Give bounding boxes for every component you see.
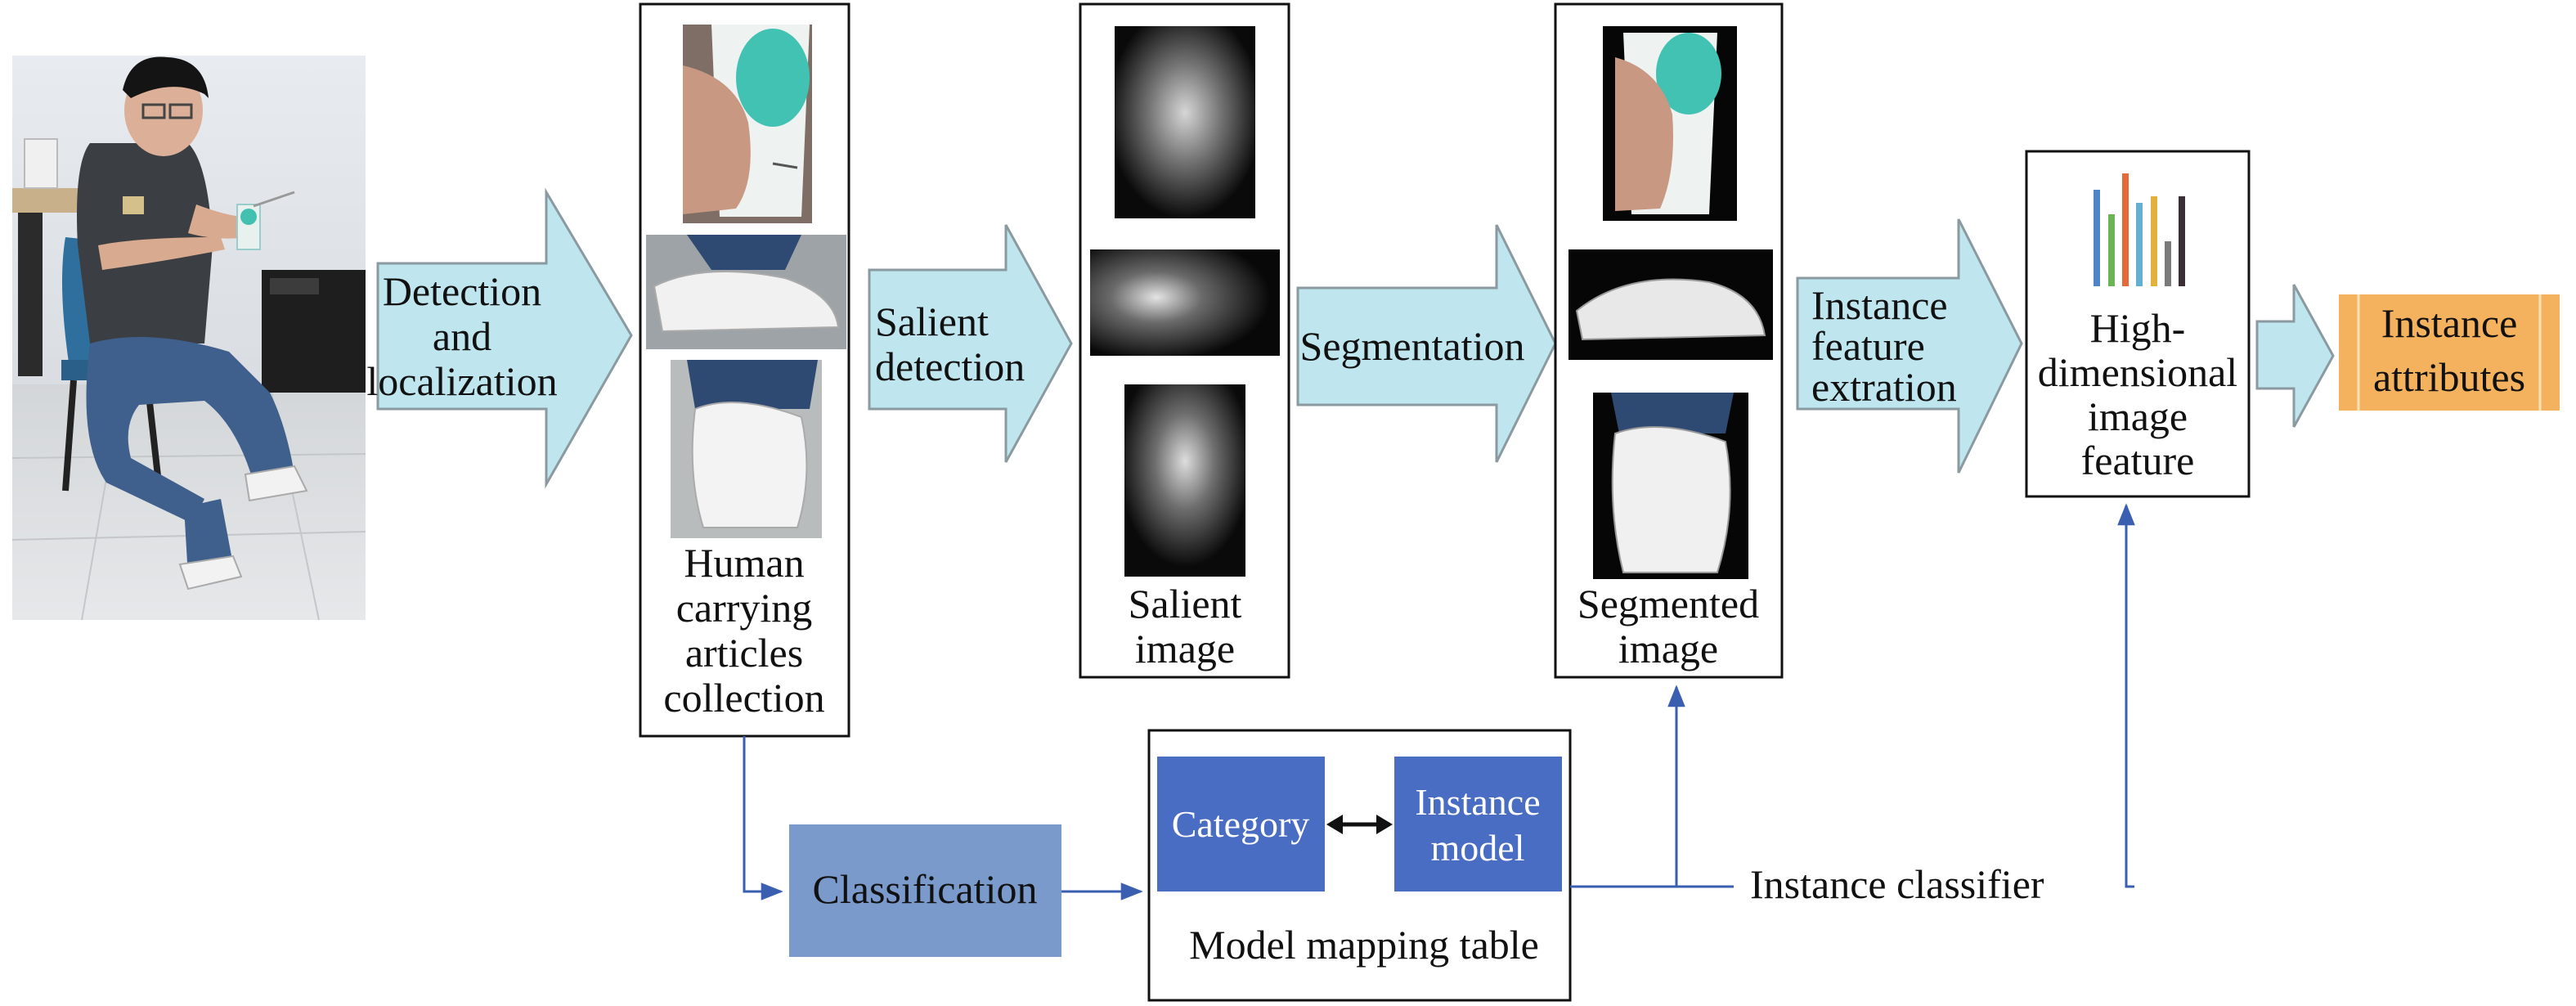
classification-label: Classification [813,866,1038,912]
segmented-shoe-2 [1593,393,1748,579]
collection-box: Human carrying articles collection [639,2,850,738]
feature-label-1: Instance [1811,282,1948,328]
connectors [743,503,2135,900]
salient-image-box: Salient image [1079,2,1290,679]
output-arrow [2255,284,2335,428]
shoe-photo-1 [646,235,846,349]
feature-box-label-3: image [2088,393,2188,439]
instance-model-label-2: model [1431,827,1525,869]
feature-box-label-4: feature [2081,438,2195,483]
detection-arrow: Detection and localization [366,187,633,489]
salient-image-label-1: Salient [1129,581,1242,627]
cup-photo [683,25,812,223]
instance-attributes-box: Instance attributes [2339,294,2560,411]
instance-classifier-label: Instance classifier [1750,861,2044,907]
salient-map-shoe-2 [1124,384,1245,577]
collection-label-4: collection [663,675,824,721]
feature-box-label-1: High- [2090,305,2186,351]
feature-extraction-arrow: Instance feature extration [1796,218,2023,474]
segmentation-label: Segmentation [1300,323,1525,369]
category-label: Category [1172,803,1310,845]
model-mapping-table: Category Instance model Model mapping ta… [1147,729,1572,1002]
classification-box: Classification [789,824,1061,957]
feature-box: High- dimensional image feature [2025,150,2251,498]
collection-label-1: Human [684,540,804,586]
salient-detection-label-2: detection [875,344,1025,389]
segmented-image-box: Segmented image [1554,2,1784,679]
segmented-image-label-2: image [1618,626,1718,671]
salient-image-label-2: image [1135,626,1235,671]
detection-label-2: and [433,313,491,359]
shoe-photo-2 [671,360,822,538]
instance-model-label-1: Instance [1415,781,1540,823]
segmented-cup [1603,26,1737,221]
detection-label-1: Detection [383,268,541,314]
feature-box-label-2: dimensional [2038,349,2237,395]
classifier-to-feature-connector [2117,503,2135,888]
collection-label-3: articles [685,630,803,676]
attributes-label-1: Instance [2381,300,2518,346]
feature-label-3: extration [1811,364,1957,410]
detection-label-3: localization [366,358,557,404]
attributes-label-2: attributes [2373,354,2525,400]
instance-model-box [1394,757,1562,891]
collection-to-classification-connector [743,736,783,900]
salient-detection-arrow: Salient detection [868,224,1073,463]
salient-map-cup [1115,26,1255,218]
double-arrow-icon [1326,815,1393,834]
category-box [1157,757,1325,891]
segmentation-arrow: Segmentation [1296,224,1557,463]
collection-label-2: carrying [676,585,813,631]
mapping-table-label: Model mapping table [1189,922,1539,968]
person-seated-photo [11,56,366,621]
feature-bar-chart-icon [2094,173,2185,286]
feature-label-2: feature [1811,323,1925,369]
segmented-image-label-1: Segmented [1577,581,1759,627]
salient-detection-label-1: Salient [875,299,989,344]
salient-map-shoe-1 [1090,249,1280,356]
segmented-shoe-1 [1568,249,1773,360]
